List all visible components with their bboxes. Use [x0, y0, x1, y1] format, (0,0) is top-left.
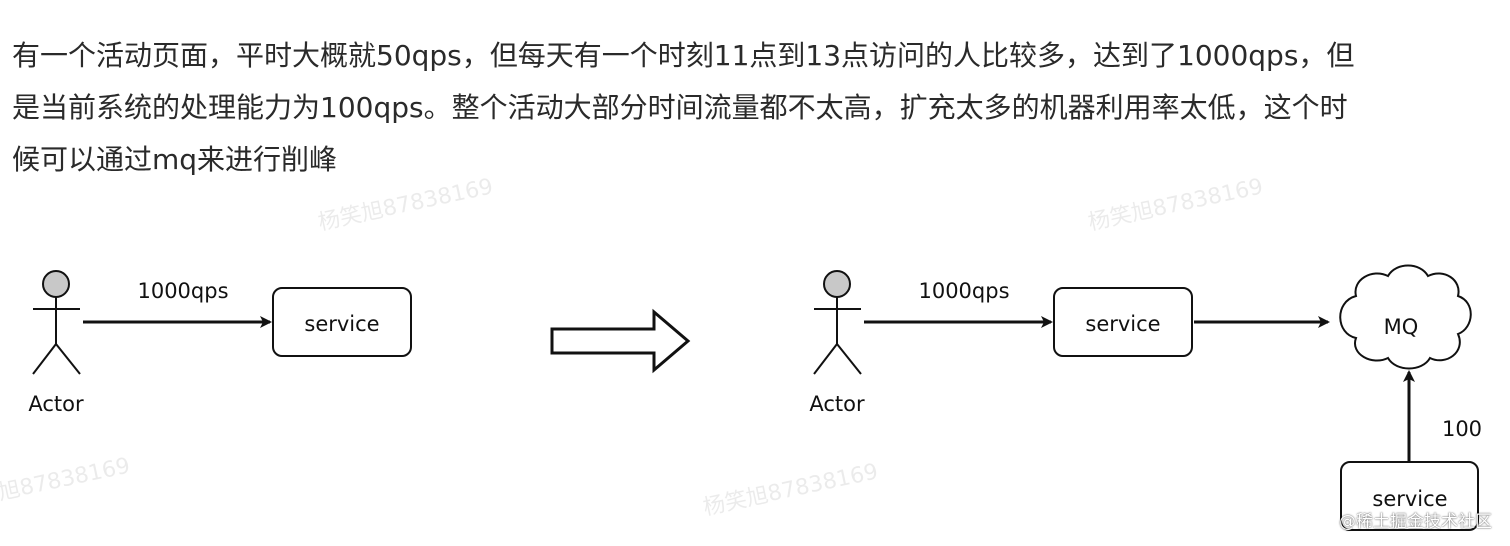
paragraph-line-3: 候可以通过mq来进行削峰	[12, 143, 338, 176]
left-actor-head-icon	[42, 270, 70, 298]
right-actor-head-icon	[823, 270, 851, 298]
left-actor-label: Actor	[28, 392, 84, 416]
right-service-box	[1053, 287, 1193, 357]
watermark-1: 杨笑旭87838169	[316, 174, 495, 235]
description-paragraph: 有一个活动页面，平时大概就50qps，但每天有一个时刻11点到13点访问的人比较…	[12, 30, 1497, 186]
watermark-3: 杨笑旭87838169	[701, 459, 880, 520]
watermark-4: 旭87838169	[0, 454, 132, 506]
left-diagram: Actor 1000qps service	[28, 270, 412, 416]
source-watermark: @稀土掘金技术社区	[1339, 512, 1492, 532]
consumer-service-box	[1340, 461, 1479, 531]
transition-arrow-icon	[550, 308, 691, 374]
watermark-2: 杨笑旭87838169	[1086, 174, 1265, 235]
right-arrow-label: 1000qps	[918, 279, 1009, 303]
right-diagram: Actor 1000qps service MQ 100 service	[809, 264, 1482, 531]
left-service-label: service	[304, 312, 379, 336]
right-actor-label: Actor	[809, 392, 865, 416]
consumer-rate-label: 100	[1442, 417, 1482, 441]
consumer-service-label: service	[1372, 487, 1447, 511]
left-arrow-label: 1000qps	[137, 279, 228, 303]
mq-cloud-icon	[1339, 264, 1472, 370]
right-actor-figure	[813, 270, 862, 375]
mq-label: MQ	[1384, 315, 1419, 339]
right-service-label: service	[1085, 312, 1160, 336]
left-actor-figure	[32, 270, 81, 375]
paragraph-line-2: 是当前系统的处理能力为100qps。整个活动大部分时间流量都不太高，扩充太多的机…	[12, 91, 1348, 124]
left-service-box	[272, 287, 412, 357]
paragraph-line-1: 有一个活动页面，平时大概就50qps，但每天有一个时刻11点到13点访问的人比较…	[12, 39, 1355, 72]
